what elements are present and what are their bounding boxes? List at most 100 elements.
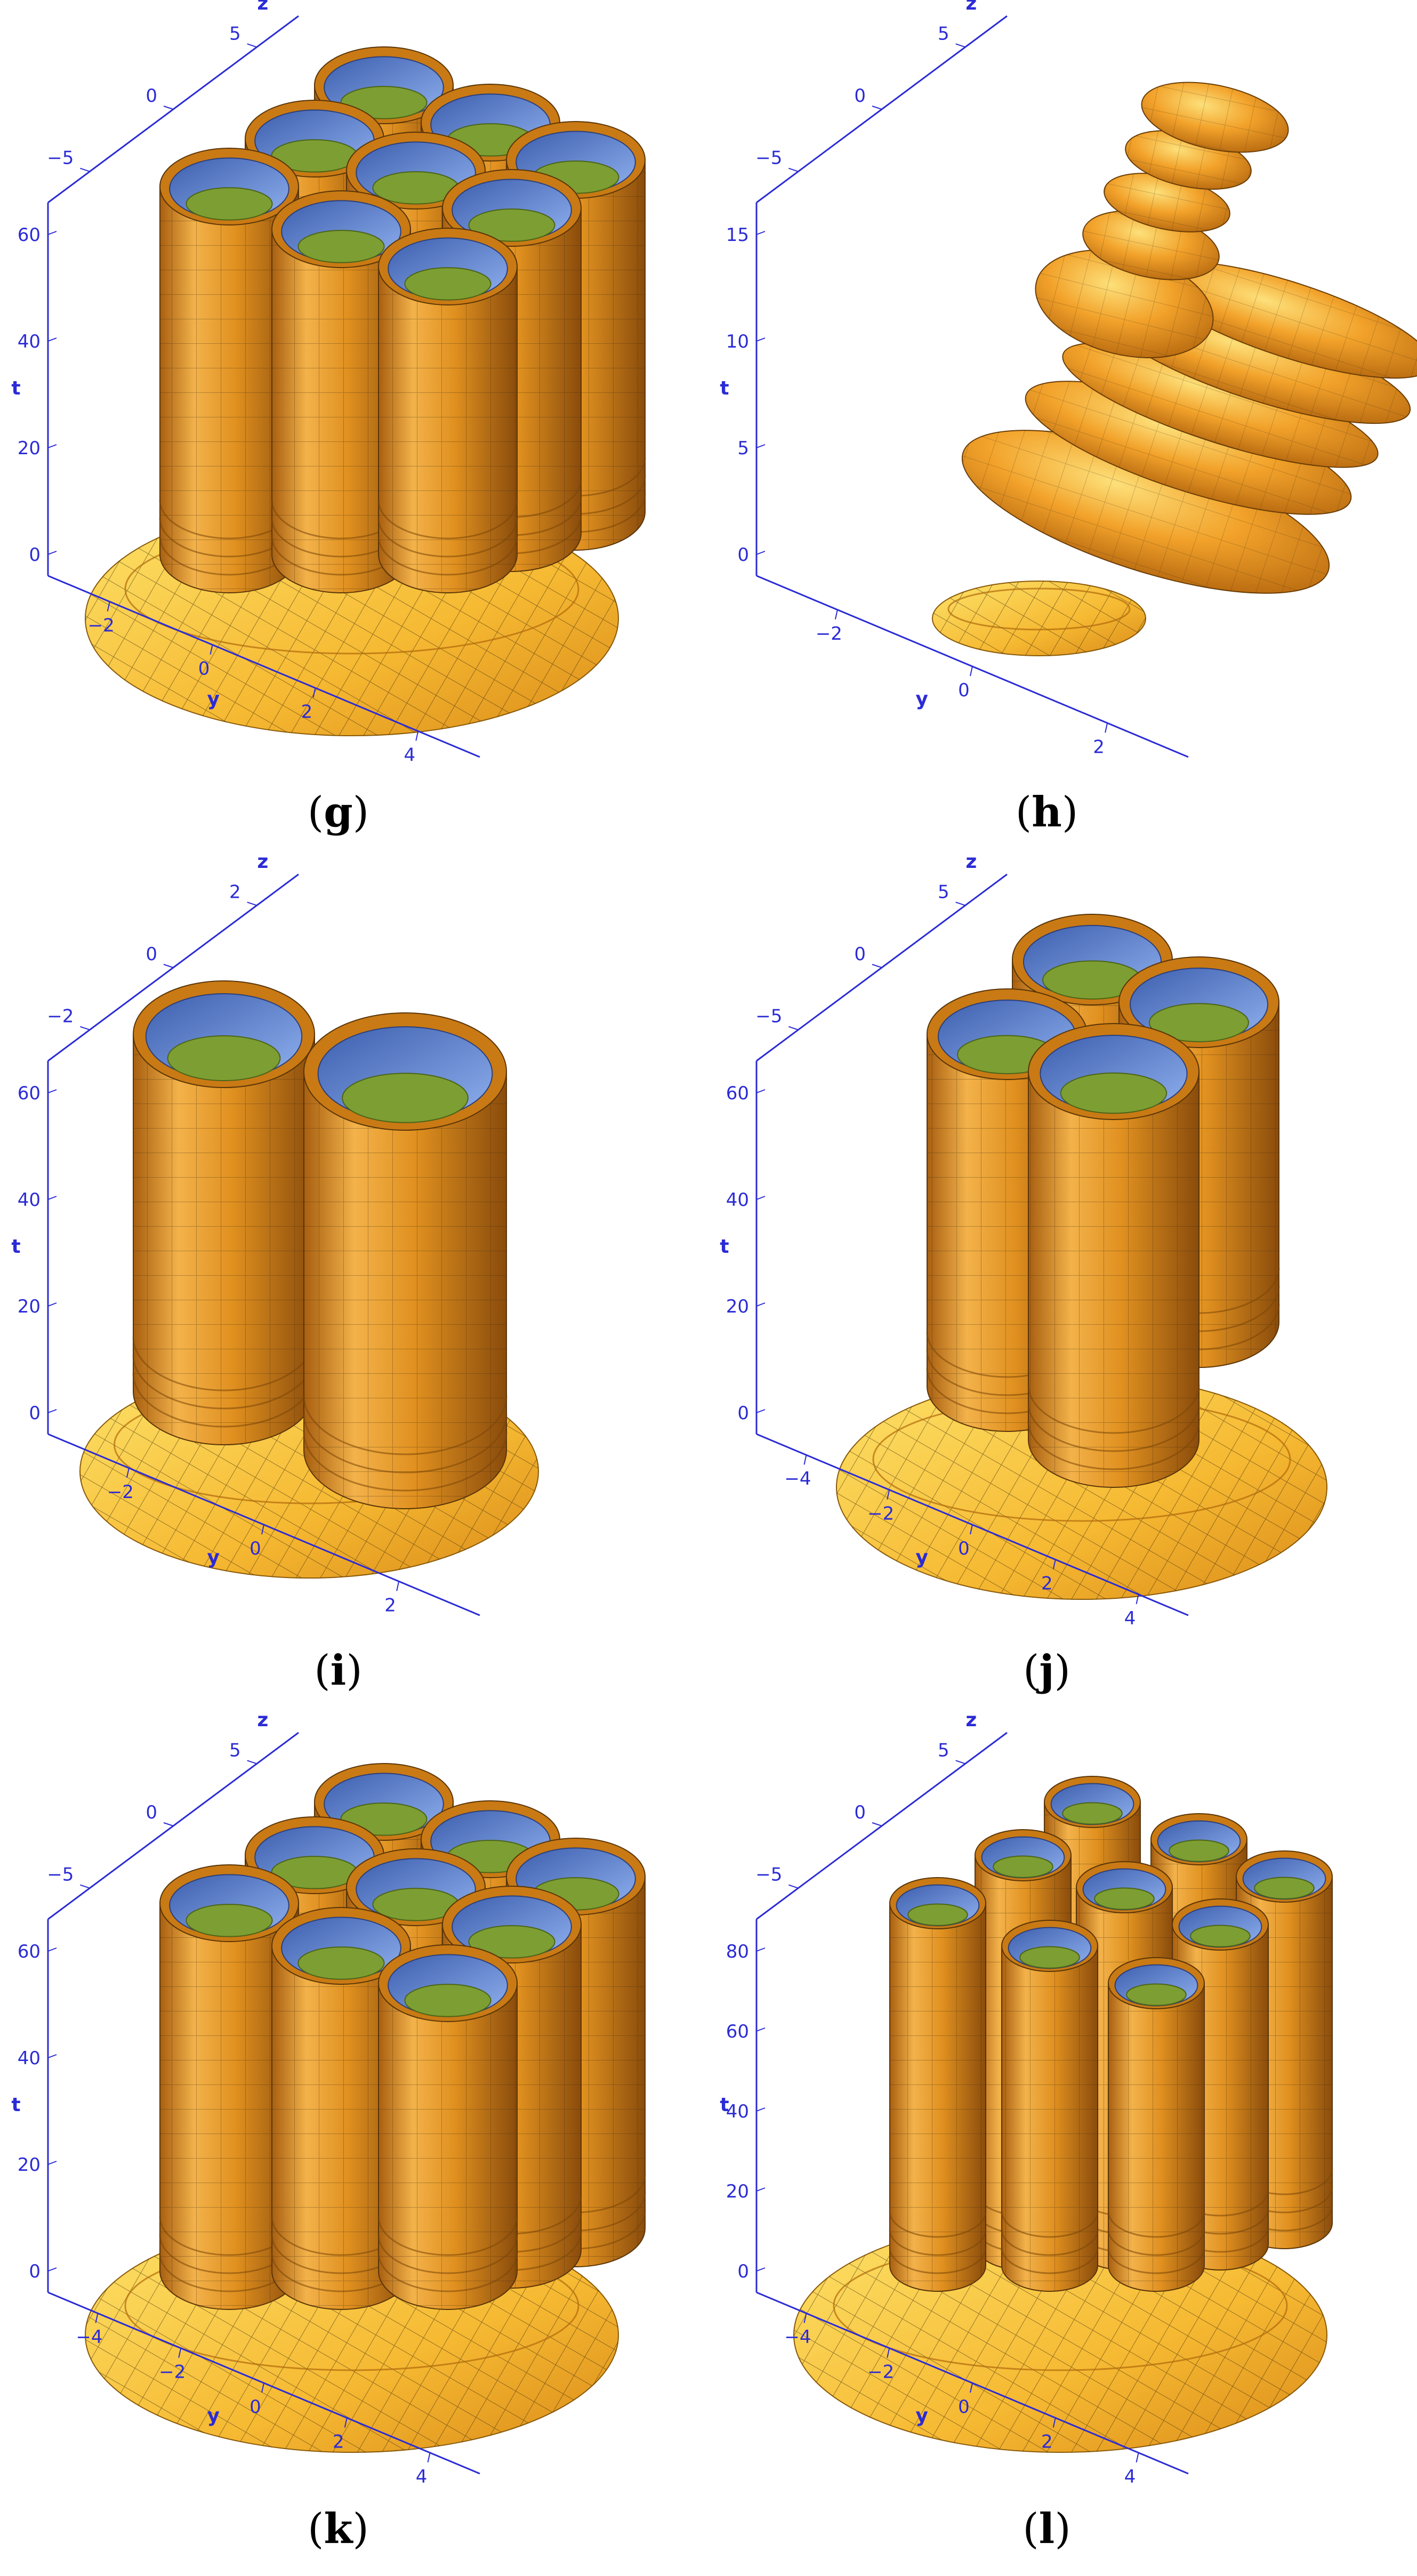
z-tick-label: 5 (938, 881, 949, 903)
y-tick-label: −2 (107, 1482, 134, 1503)
z-tick-label: 0 (146, 944, 157, 965)
y-tick-label: 0 (958, 1538, 970, 1559)
t-tick (756, 2107, 766, 2112)
z-tick (788, 167, 799, 172)
y-tick-label: 0 (249, 1538, 261, 1559)
y-tick-label: −4 (76, 2327, 102, 2348)
tube-ring (1107, 2247, 1205, 2274)
z-tick-label: 5 (229, 1740, 241, 1761)
tube-core-surface (1094, 1887, 1155, 1910)
t-tick (47, 1409, 57, 1413)
y-tick (415, 731, 419, 741)
z-tick-label: −2 (47, 1006, 74, 1027)
y-tick (178, 2348, 182, 2358)
t-tick-label: 0 (737, 544, 749, 566)
tube-surface (1107, 1957, 1205, 2292)
y-tick (261, 2382, 264, 2393)
tube-ring (377, 2216, 518, 2256)
z-tick (163, 1822, 174, 1826)
y-tick (396, 1581, 400, 1591)
t-tick-label: 40 (18, 2048, 41, 2069)
z-tick-label: 0 (854, 85, 866, 107)
y-tick-label: −2 (867, 2362, 894, 2383)
tube-surface (271, 1907, 412, 2310)
tube-core-surface (404, 1984, 492, 2017)
y-axis-title: y (207, 1547, 219, 1568)
z-tick-label: −5 (47, 1864, 74, 1886)
z-tick (247, 1760, 257, 1765)
tube-surface (159, 148, 300, 593)
t-tick-label: 20 (18, 2154, 41, 2176)
tube-core-surface (342, 1073, 469, 1123)
tube-core-surface (167, 1035, 281, 1081)
y-tick (344, 2418, 348, 2428)
y-tick-label: 2 (384, 1595, 396, 1616)
tube-ring (1107, 2211, 1205, 2238)
z-tick (163, 106, 174, 110)
z-tick-label: −5 (47, 148, 74, 169)
z-axis-title: z (965, 1709, 977, 1731)
z-tick (788, 1026, 799, 1031)
tube-ring (1001, 2247, 1099, 2274)
y-tick (970, 1524, 973, 1535)
y-tick-label: 0 (958, 2396, 970, 2418)
y-tick (1105, 723, 1108, 733)
tube-core-surface (1190, 1925, 1251, 1947)
t-tick-label: 60 (18, 1941, 41, 1962)
skirt-surface (932, 581, 1146, 656)
t-tick (47, 2161, 57, 2165)
z-tick (247, 43, 257, 48)
panel-caption: (j) (1023, 1646, 1070, 1695)
t-tick (756, 2267, 766, 2272)
y-tick (970, 666, 973, 677)
t-tick (756, 2027, 766, 2032)
t-tick-label: 10 (726, 331, 749, 352)
ellipsoid-mesh (1025, 381, 1351, 514)
tube-ring (1001, 2211, 1099, 2238)
z-tick-label: −5 (755, 1006, 782, 1027)
tube-mesh (160, 187, 299, 593)
panel-caption: (k) (308, 2505, 369, 2553)
tube-ring (889, 2211, 987, 2238)
tube-surface (271, 190, 412, 593)
t-tick (47, 231, 57, 235)
t-tick-label: 0 (29, 1403, 41, 1424)
tube-core-surface (1060, 1072, 1168, 1114)
t-axis-title: t (720, 2094, 729, 2116)
y-tick (95, 2313, 99, 2323)
z-axis-title: z (257, 0, 268, 14)
t-tick-label: 20 (18, 1296, 41, 1317)
tube-core-surface (907, 1903, 968, 1926)
y-tick-label: 0 (198, 658, 210, 680)
z-tick-label: 0 (854, 1802, 866, 1823)
tube-surface (132, 980, 316, 1445)
t-tick (756, 1196, 766, 1200)
t-tick-label: 20 (18, 438, 41, 459)
t-tick (47, 444, 57, 448)
z-tick-label: 5 (229, 23, 241, 44)
t-tick (756, 1409, 766, 1413)
t-tick (756, 444, 766, 448)
y-tick (107, 601, 110, 611)
t-tick (47, 2054, 57, 2058)
y-tick (803, 2313, 807, 2323)
y-tick-label: −2 (88, 615, 115, 637)
tube-core-surface (993, 1855, 1053, 1878)
tube-core-surface (186, 187, 273, 221)
y-tick (312, 688, 316, 698)
z-axis-title: z (965, 0, 977, 14)
t-tick (756, 2187, 766, 2192)
z-tick (80, 1026, 90, 1031)
skirt-ring (947, 587, 1131, 631)
z-tick (80, 167, 90, 172)
tube-ring (1027, 1421, 1200, 1470)
z-axis-title: z (257, 1709, 268, 1731)
y-tick (1052, 1559, 1056, 1569)
tube-mesh (1002, 1946, 1098, 2291)
t-tick-label: 20 (726, 2181, 749, 2202)
tube-mesh (379, 1983, 517, 2309)
tube-surface (889, 1877, 987, 2292)
t-tick (47, 2267, 57, 2272)
